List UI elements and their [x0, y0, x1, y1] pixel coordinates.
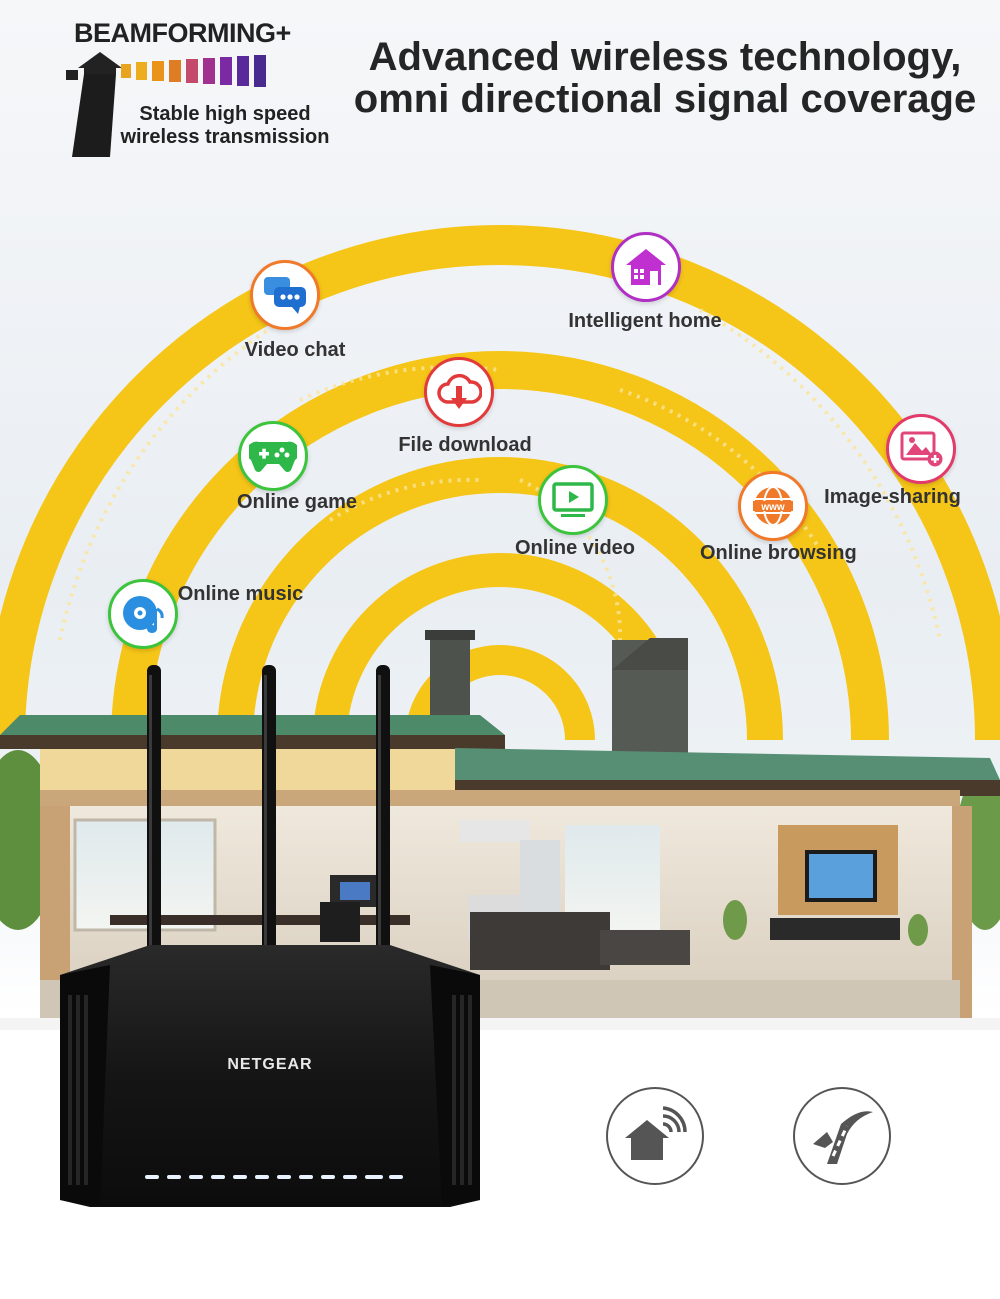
feature-label-online-video: Online video	[514, 537, 636, 559]
beamforming-title: BEAMFORMING+	[74, 18, 291, 48]
house-illustration	[0, 630, 1000, 1030]
tv-play-icon	[538, 465, 608, 535]
svg-text:www: www	[760, 502, 785, 513]
gamepad-icon	[238, 421, 308, 491]
feature-label-video-chat: Video chat	[244, 339, 346, 361]
router-brand-label: NETGEAR	[227, 1056, 313, 1073]
signal-waves	[0, 225, 1000, 741]
lighthouse-icon	[66, 52, 266, 157]
music-disc-icon	[108, 579, 178, 649]
feature-label-online-music: Online music	[177, 583, 304, 605]
feature-label-intelligent-home: Intelligent home	[568, 310, 722, 332]
feature-label-online-browsing: Online browsing	[700, 542, 857, 564]
beamforming-subtitle: Stable high speed wireless transmission	[120, 103, 330, 148]
page-headline: Advanced wireless technology, omni direc…	[353, 35, 977, 121]
feature-label-online-game: Online game	[236, 491, 358, 513]
home-wifi-icon	[606, 1087, 704, 1185]
router-image	[60, 665, 480, 1207]
feature-label-file-download: File download	[398, 434, 532, 456]
www-globe-icon: www	[738, 471, 808, 541]
chat-bubble-icon	[250, 260, 320, 330]
image-share-icon	[886, 414, 956, 484]
cloud-download-icon	[424, 357, 494, 427]
feature-label-image-sharing: Image-sharing	[824, 486, 961, 508]
fast-route-icon	[793, 1087, 891, 1185]
smart-home-icon	[611, 232, 681, 302]
